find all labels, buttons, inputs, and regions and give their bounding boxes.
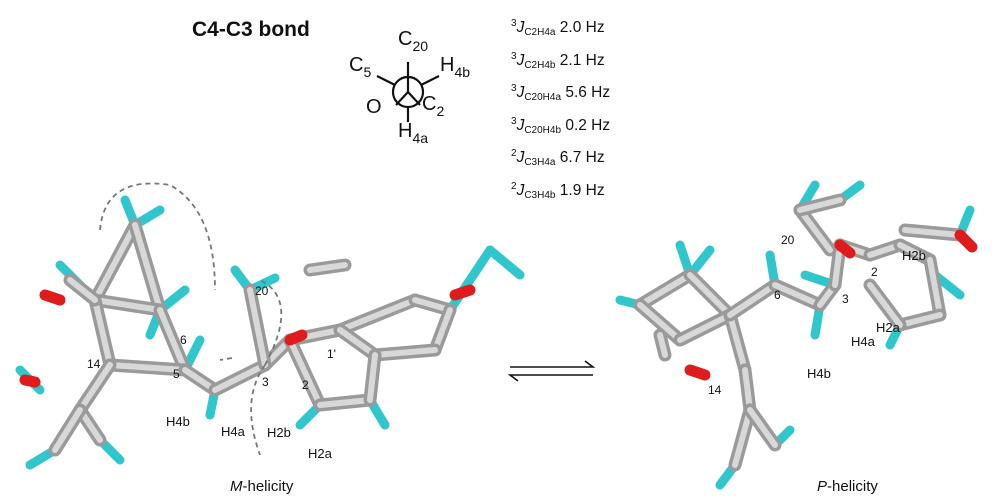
- right-carbon-bond-highlight: [867, 282, 903, 328]
- atom-number-6-right: 6: [774, 288, 781, 302]
- newman-label-top: C20: [398, 28, 429, 54]
- atom-number-2-left: 2: [302, 378, 309, 392]
- left-carbon-bond-highlight: [77, 362, 113, 413]
- hydrogen-label-h2b-left: H2b: [267, 425, 291, 440]
- reverse-arrow: [507, 374, 593, 382]
- left-hydrogen-bond: [445, 245, 495, 315]
- left-carbon-bond-highlight: [92, 297, 163, 313]
- left-carbon-bond-highlight: [92, 297, 113, 368]
- left-carbon-bond-highlight: [92, 222, 138, 303]
- right-carbon-bond-highlight: [797, 207, 833, 253]
- atom-number-14-left: 14: [87, 357, 101, 371]
- left-carbon-bond-highlight: [212, 362, 268, 393]
- left-dashed-arrow: [99, 182, 216, 291]
- bond-front-left: [395, 91, 409, 106]
- right-carbon-bond-highlight: [732, 407, 753, 468]
- atom-number-20-right: 20: [781, 233, 795, 247]
- right-carbon-bond-highlight: [637, 272, 693, 308]
- newman-label-bottom: H4a: [398, 120, 429, 146]
- bond-upper-right: [420, 75, 440, 86]
- right-oxygen-atom: [954, 229, 978, 253]
- hydrogen-label-h4a-left: H4a: [221, 424, 245, 439]
- m-helicity-caption: M-helicity: [230, 478, 294, 495]
- right-oxygen-atom: [684, 364, 711, 381]
- hydrogen-label-h4b-left: H4b: [166, 414, 190, 429]
- coupling-row: 2JC3H4b 1.9 Hz: [511, 180, 605, 201]
- m-helicity-molecule-model: [15, 182, 525, 470]
- bond-upper-left: [376, 75, 396, 86]
- right-carbon-bond-highlight: [727, 312, 748, 373]
- left-carbon-bond-highlight: [247, 287, 268, 368]
- coupling-row: 3JC2H4b 2.1 Hz: [511, 50, 605, 71]
- hydrogen-label-h2b-right: H2b: [902, 248, 926, 263]
- left-carbon-bond-highlight: [157, 307, 188, 373]
- coupling-row: 3JC2H4a 2.0 Hz: [511, 18, 605, 38]
- atom-number-6-left: 6: [180, 333, 187, 347]
- left-oxygen-atom: [19, 374, 41, 388]
- equilibrium-arrows: [507, 360, 596, 382]
- atom-number-1prime-left: 1': [327, 347, 336, 361]
- forward-arrow: [510, 360, 596, 368]
- atom-number-3-left: 3: [262, 375, 269, 389]
- bond-front-right: [407, 91, 421, 106]
- right-carbon-bond-highlight: [747, 407, 778, 448]
- coupling-row: 3JC20H4b 0.2 Hz: [511, 115, 611, 136]
- right-carbon-bond-highlight: [657, 332, 668, 358]
- left-carbon-bond-highlight: [432, 307, 453, 353]
- newman-label-upper-right: H4b: [440, 54, 471, 80]
- left-hydrogen-bond: [485, 245, 525, 280]
- right-oxygen-atom: [834, 239, 856, 259]
- hydrogen-label-h2a-right: H2a: [876, 320, 900, 335]
- right-carbon-bond-highlight: [637, 302, 683, 343]
- hydrogen-label-h4b-right: H4b: [807, 366, 831, 381]
- left-oxygen-atom: [284, 329, 308, 346]
- right-carbon-bond-highlight: [832, 242, 843, 288]
- atom-number-2-right: 2: [871, 265, 878, 279]
- hydrogen-label-h2a-left: H2a: [308, 446, 332, 461]
- atom-number-3-right: 3: [842, 292, 849, 306]
- left-carbon-bond-highlight: [67, 277, 98, 303]
- atom-number-20-left: 20: [255, 284, 269, 298]
- right-carbon-bond-highlight: [677, 312, 733, 343]
- bond-title: C4-C3 bond: [192, 18, 310, 41]
- left-carbon-bond-highlight: [307, 262, 348, 273]
- p-helicity-caption: P-helicity: [817, 478, 878, 495]
- left-carbon-bond-highlight: [107, 362, 188, 373]
- left-carbon-bond-highlight: [132, 222, 163, 313]
- right-carbon-bond-highlight: [902, 227, 963, 238]
- left-oxygen-atom: [39, 289, 66, 306]
- left-dashed-arrow: [250, 364, 266, 456]
- coupling-constant-list: 3JC2H4a 2.0 Hz 3JC2H4b 2.1 Hz 3JC20H4a 5…: [511, 12, 610, 207]
- right-carbon-bond-highlight: [742, 367, 753, 413]
- left-carbon-bond-highlight: [372, 347, 438, 358]
- right-carbon-bond-highlight: [772, 282, 823, 308]
- right-carbon-bond-highlight: [687, 272, 733, 318]
- coupling-row: 3JC20H4a 5.6 Hz: [511, 83, 611, 103]
- atom-number-5-left: 5: [173, 367, 180, 381]
- right-carbon-bond-highlight: [727, 282, 778, 318]
- newman-projection: [376, 62, 440, 122]
- left-carbon-bond-highlight: [367, 352, 378, 403]
- left-oxygen-atom: [449, 284, 476, 301]
- left-carbon-bond-highlight: [287, 337, 323, 408]
- p-helicity-molecule-model: [615, 180, 978, 490]
- hydrogen-label-h4a-right: H4a: [851, 334, 875, 349]
- newman-label-lower-left: O: [366, 96, 382, 118]
- right-carbon-bond-highlight: [797, 197, 843, 213]
- right-carbon-bond-highlight: [927, 257, 943, 318]
- left-carbon-bond-highlight: [317, 397, 373, 408]
- left-dashed-arrow: [259, 279, 283, 366]
- atom-number-14-right: 14: [708, 383, 722, 397]
- right-carbon-bond-highlight: [897, 312, 943, 328]
- newman-label-upper-left: C5: [349, 54, 372, 80]
- left-carbon-bond-highlight: [337, 327, 378, 358]
- newman-label-lower-right: C2: [422, 93, 445, 119]
- left-carbon-bond-highlight: [337, 297, 418, 333]
- coupling-row: 2JC3H4a 6.7 Hz: [511, 148, 605, 168]
- left-carbon-bond-highlight: [52, 407, 83, 453]
- left-dashed-arrow: [219, 357, 233, 361]
